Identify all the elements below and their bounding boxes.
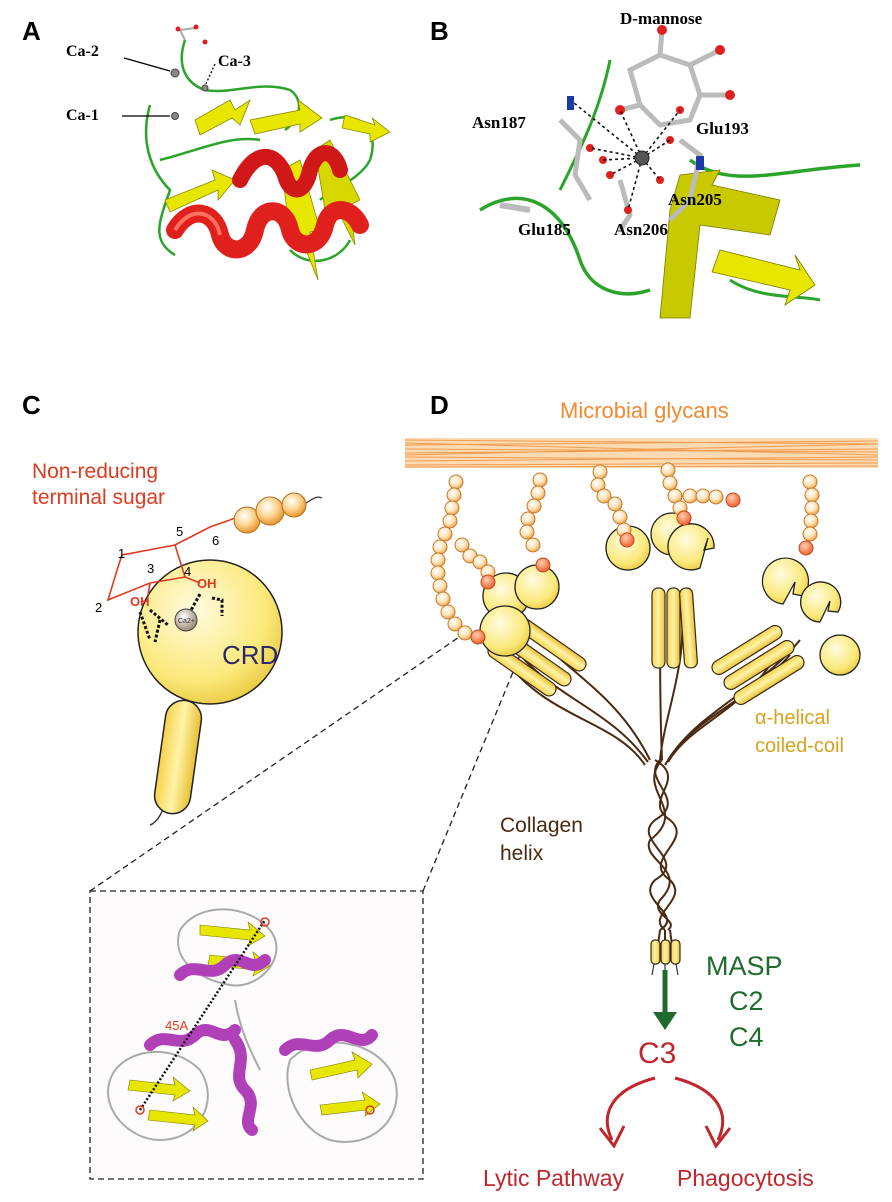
ring-number-6: 6 — [212, 533, 219, 548]
calcium-ion-label: Ca2+ — [178, 618, 195, 625]
panel-b-binding-site-structure — [479, 25, 861, 319]
ca2-label: Ca-2 — [66, 43, 99, 60]
trimer-distance-label: 45A — [165, 1018, 188, 1033]
ca3-pointer — [204, 63, 216, 87]
c2-label: C2 — [729, 986, 764, 1016]
crd-neck-rod — [153, 699, 203, 815]
coiled-coil-rods — [487, 587, 805, 965]
asn205-label: Asn205 — [668, 190, 722, 209]
ring-number-2: 2 — [95, 600, 102, 615]
glycan-bead — [255, 496, 285, 526]
coiled-coil-label-line1: α-helical — [755, 707, 830, 729]
panel-c: C Non-reducing terminal sugar CRD 1 2 3 … — [22, 390, 323, 826]
collagen-label-line1: Collagen — [500, 814, 583, 837]
panel-b-letter: B — [430, 16, 449, 46]
panel-a-protein-structure — [144, 24, 391, 281]
phagocytosis-label: Phagocytosis — [677, 1165, 814, 1191]
glu185-label: Glu185 — [518, 220, 571, 239]
oh-label-4: OH — [197, 576, 217, 591]
zoom-line-right — [422, 654, 521, 892]
sugar-title-line1: Non-reducing — [32, 460, 158, 483]
asn187-label: Asn187 — [472, 113, 526, 132]
coordination-bonds — [138, 593, 224, 643]
asn206-label: Asn206 — [614, 220, 668, 239]
panel-b: B — [430, 9, 861, 319]
zoom-line-left — [89, 634, 463, 892]
panel-d: D Microbial glycans — [404, 390, 879, 1191]
collagen-label-line2: helix — [500, 842, 544, 865]
c4-label: C4 — [729, 1022, 764, 1052]
glycan-bead-chains — [430, 462, 820, 641]
calcium-ion — [174, 608, 198, 632]
masp-label: MASP — [706, 951, 783, 981]
ring-number-4: 4 — [184, 564, 191, 579]
crd-domain — [137, 559, 283, 705]
crd-heads — [479, 512, 861, 676]
microbial-glycans-label: Microbial glycans — [560, 398, 729, 423]
c3-label: C3 — [638, 1037, 676, 1070]
panel-a-letter: A — [22, 16, 41, 46]
activation-arrowhead — [653, 1012, 677, 1030]
ring-number-5: 5 — [176, 524, 183, 539]
microbial-glycan-layer — [404, 438, 879, 468]
panel-a: A Ca-2 Ca — [22, 16, 391, 281]
glycan-bead — [281, 492, 307, 518]
panel-d-letter: D — [430, 390, 449, 420]
ring-number-1: 1 — [118, 546, 125, 561]
lytic-pathway-label: Lytic Pathway — [483, 1165, 625, 1191]
glu193-label: Glu193 — [696, 119, 749, 138]
terminal-sugar-beads — [470, 492, 814, 645]
ca3-label: Ca-3 — [218, 53, 251, 70]
zoom-inset-trimer-structure: 45A — [89, 890, 424, 1180]
c3-branch-arrows — [598, 1076, 732, 1149]
d-mannose-label: D-mannose — [620, 9, 703, 28]
sugar-title-line2: terminal sugar — [32, 486, 165, 509]
crd-label: CRD — [222, 640, 278, 670]
panel-c-letter: C — [22, 390, 41, 420]
coiled-coil-label-line2: coiled-coil — [755, 735, 844, 757]
ca2-pointer — [123, 57, 171, 72]
ring-number-3: 3 — [147, 561, 154, 576]
oh-label-3: OH — [130, 594, 150, 609]
ca1-label: Ca-1 — [66, 107, 99, 124]
